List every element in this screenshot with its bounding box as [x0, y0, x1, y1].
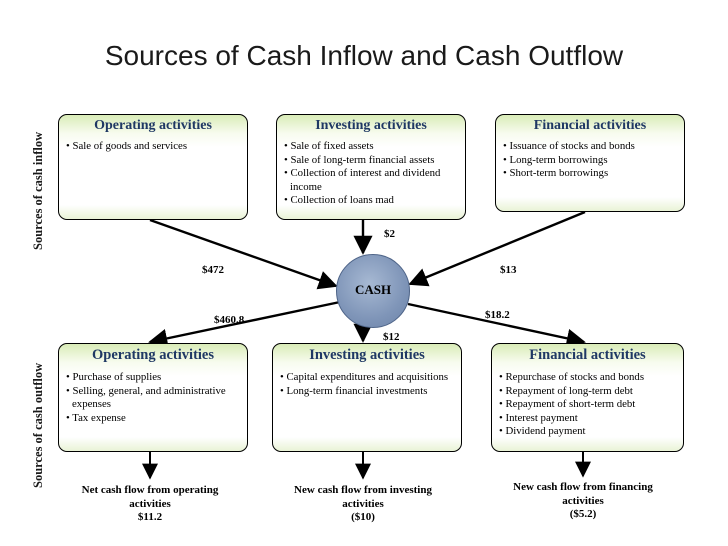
list-item: Sale of goods and services [64, 140, 244, 154]
list-item: Repayment of long-term debt [497, 385, 680, 399]
inflow-investing-title: Investing activities [315, 118, 427, 133]
cash-circle: CASH [336, 254, 410, 328]
list-item: Tax expense [64, 412, 244, 426]
list-item: Dividend payment [497, 425, 680, 439]
amount-in-operating: $472 [202, 264, 224, 276]
list-item: Long-term financial investments [278, 385, 458, 399]
amount-out-financial: $18.2 [485, 309, 510, 321]
net-investing-line2: activities [342, 497, 384, 510]
amount-out-investing: $12 [383, 331, 400, 343]
net-financing-line1: New cash flow from financing [513, 481, 653, 493]
list-item: Repurchase of stocks and bonds [497, 371, 680, 385]
outflow-operating-box: Operating activities Purchase of supplie… [58, 343, 248, 452]
net-operating-line1: Net cash flow from operating [81, 484, 219, 496]
outflow-investing-list: Capital expenditures and acquisitionsLon… [278, 371, 458, 398]
net-financing: New cash flow from financing activities … [493, 481, 673, 522]
list-item: Collection of interest and dividend inco… [282, 167, 462, 194]
outflow-operating-title: Operating activities [91, 347, 215, 363]
net-investing-value: ($10) [351, 511, 375, 523]
inflow-financial-box: Financial activities Issuance of stocks … [495, 114, 685, 212]
list-item: Collection of loans mad [282, 194, 462, 208]
list-item: Sale of long-term financial assets [282, 154, 462, 168]
outflow-financial-list: Repurchase of stocks and bondsRepayment … [497, 371, 680, 439]
list-item: Purchase of supplies [64, 371, 244, 385]
inflow-investing-list: Sale of fixed assetsSale of long-term fi… [282, 140, 462, 208]
net-operating-value: $11.2 [137, 511, 163, 523]
list-item: Selling, general, and administrative exp… [64, 385, 244, 412]
list-item: Capital expenditures and acquisitions [278, 371, 458, 385]
net-financing-line2: activities [562, 494, 604, 507]
amount-in-investing: $2 [384, 228, 395, 240]
list-item: Repayment of short-term debt [497, 398, 680, 412]
arrow-out-operating [148, 300, 341, 348]
page-title: Sources of Cash Inflow and Cash Outflow [104, 40, 624, 71]
net-investing-line1: New cash flow from investing [294, 484, 432, 496]
net-operating-line2: activities [129, 497, 171, 510]
outflow-financial-box: Financial activities Repurchase of stock… [491, 343, 684, 452]
net-investing: New cash flow from investing activities … [273, 484, 453, 525]
list-item: Issuance of stocks and bonds [501, 140, 681, 154]
inflow-financial-title: Financial activities [533, 118, 647, 133]
outflow-investing-box: Investing activities Capital expenditure… [272, 343, 462, 452]
cash-label: CASH [354, 282, 392, 297]
list-item: Short-term borrowings [501, 167, 681, 181]
inflow-financial-list: Issuance of stocks and bondsLong-term bo… [501, 140, 681, 181]
outflow-operating-list: Purchase of suppliesSelling, general, an… [64, 371, 244, 425]
list-item: Interest payment [497, 412, 680, 426]
inflow-operating-title: Operating activities [94, 118, 212, 133]
net-operating: Net cash flow from operating activities … [60, 484, 240, 525]
outflow-investing-title: Investing activities [309, 347, 425, 363]
list-item: Sale of fixed assets [282, 140, 462, 154]
amount-in-financial: $13 [500, 264, 517, 276]
inflow-investing-box: Investing activities Sale of fixed asset… [276, 114, 466, 220]
inflow-operating-box: Operating activities Sale of goods and s… [58, 114, 248, 220]
arrow-in-operating [149, 218, 338, 290]
list-item: Long-term borrowings [501, 154, 681, 168]
outflow-financial-title: Financial activities [529, 347, 646, 363]
amount-out-operating: $460.8 [214, 314, 245, 326]
arrow-in-financial [408, 210, 586, 287]
net-financing-value: ($5.2) [569, 508, 597, 520]
inflow-operating-list: Sale of goods and services [64, 140, 244, 154]
arrow-out-financial [407, 302, 586, 348]
